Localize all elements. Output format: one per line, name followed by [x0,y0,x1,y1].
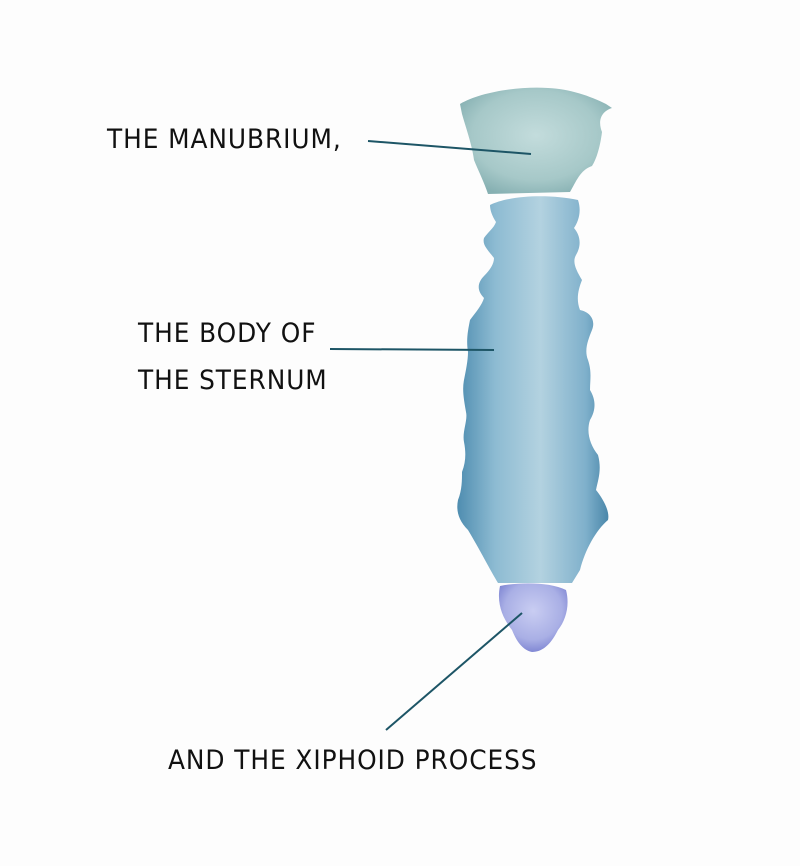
body-leader-line [329,348,495,351]
xiphoid-process-shape [498,583,568,652]
manubrium-shape [460,87,612,194]
sternum-body-shape [457,196,609,583]
xiphoid-label: AND THE XIPHOID PROCESS [168,745,538,776]
xiphoid-leader-line [385,612,523,731]
manubrium-leader-line [367,140,532,155]
body-label-line1: THE BODY OF [138,318,317,349]
manubrium-label: THE MANUBRIUM, [107,124,342,155]
body-label-line2: THE STERNUM [138,365,328,396]
